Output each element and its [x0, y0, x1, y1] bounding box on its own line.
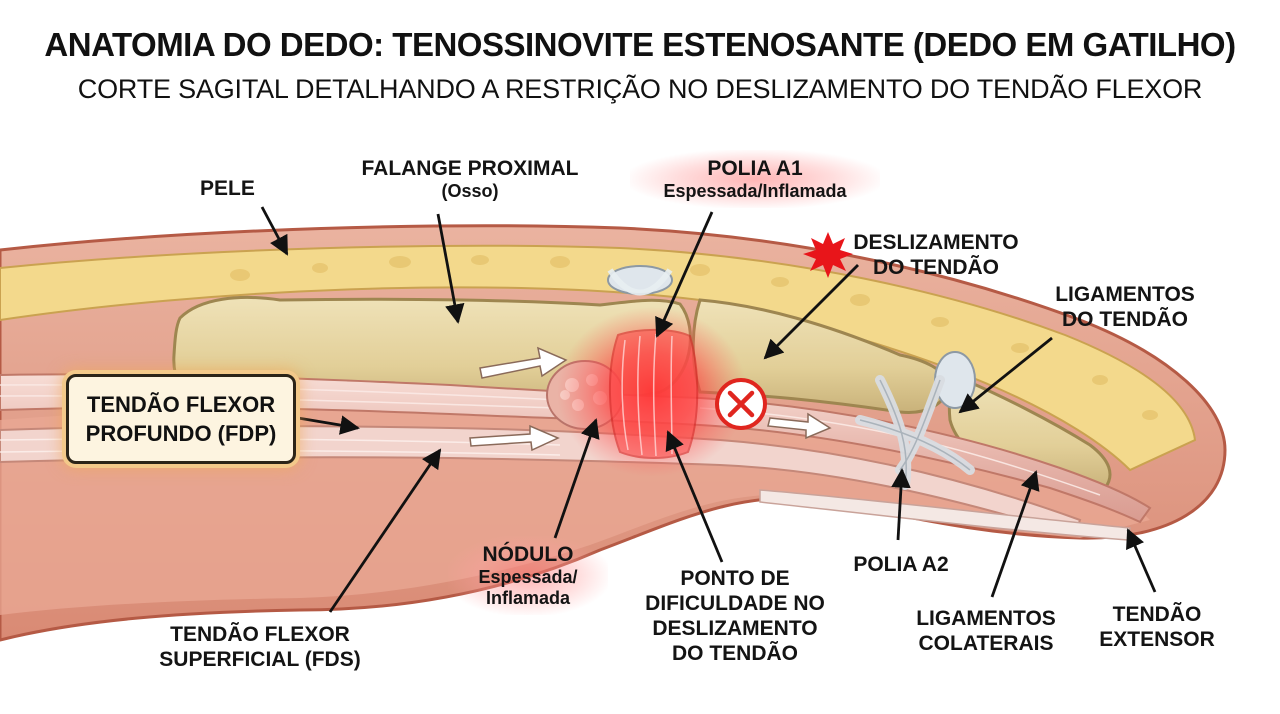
label-ligamentos-tendao: LIGAMENTOS DO TENDÃO [1040, 282, 1210, 332]
leader-deslizamento [763, 264, 859, 360]
leader-tendao-extensor [1126, 528, 1157, 593]
leader-polia-a1 [655, 211, 714, 338]
starburst-icon [803, 232, 853, 278]
glide-arrow-upper [479, 346, 568, 379]
leader-ponto [665, 430, 724, 563]
label-polia-a1-line1: POLIA A1 [707, 157, 803, 180]
label-ponto-dificuldade: PONTO DE DIFICULDADE NO DESLIZAMENTO DO … [630, 566, 840, 666]
label-tendao-extensor-line1: TENDÃO [1112, 603, 1202, 626]
label-falange-line2: (Osso) [441, 181, 499, 201]
label-nodulo: NÓDULO Espessada/ Inflamada [448, 536, 608, 615]
label-polia-a2: POLIA A2 [853, 553, 949, 576]
label-pele: PELE [200, 177, 255, 200]
glide-arrow-lower [469, 424, 560, 452]
leader-fds [328, 448, 442, 613]
label-ligamentos-colaterais-line1: LIGAMENTOS [916, 607, 1056, 630]
page-title: ANATOMIA DO DEDO: TENOSSINOVITE ESTENOSA… [44, 26, 1236, 63]
label-deslizamento: DESLIZAMENTO DO TENDÃO [846, 230, 1026, 280]
leader-fdp [297, 415, 360, 435]
fat-texture [230, 255, 1158, 420]
label-ligamentos-colaterais: LIGAMENTOS COLATERAIS [906, 606, 1066, 656]
label-falange-line1: FALANGE PROXIMAL [361, 157, 579, 180]
label-deslizamento-line1: DESLIZAMENTO [853, 231, 1019, 254]
pip-ligaments [607, 268, 673, 296]
label-ligamentos-tendao-line2: DO TENDÃO [1062, 308, 1188, 331]
label-nodulo-line3: Inflamada [485, 588, 571, 608]
leader-polia-a2 [891, 468, 911, 541]
label-ponto-line3: DESLIZAMENTO [652, 617, 818, 640]
label-nodulo-line2: Espessada/ [478, 567, 578, 587]
label-deslizamento-line2: DO TENDÃO [873, 256, 999, 279]
label-ligamentos-tendao-line1: LIGAMENTOS [1055, 283, 1195, 306]
label-fdp-line2: PROFUNDO (FDP) [85, 421, 277, 446]
label-falange-proximal: FALANGE PROXIMAL (Osso) [340, 156, 600, 202]
fat-layer [0, 244, 1197, 472]
leader-falange [436, 213, 465, 324]
label-ponto-line4: DO TENDÃO [672, 642, 798, 665]
label-fds: TENDÃO FLEXOR SUPERFICIAL (FDS) [150, 622, 370, 672]
label-nodulo-line1: NÓDULO [482, 543, 574, 566]
leader-pele [260, 206, 289, 256]
page-subtitle: CORTE SAGITAL DETALHANDO A RESTRIÇÃO NO … [77, 74, 1203, 104]
label-polia-a1-line2: Espessada/Inflamada [663, 181, 847, 201]
label-ligamentos-colaterais-line2: COLATERAIS [918, 632, 1054, 655]
leader-ligamentos-colaterais [990, 470, 1040, 598]
label-tendao-extensor-line2: EXTENSOR [1099, 628, 1215, 651]
label-ponto-line2: DIFICULDADE NO [645, 592, 825, 615]
label-fds-line2: SUPERFICIAL (FDS) [159, 648, 361, 671]
leader-nodulo [553, 418, 600, 539]
tendon-glide-arrows [469, 346, 832, 452]
label-fds-line1: TENDÃO FLEXOR [170, 623, 350, 646]
label-fdp-line1: TENDÃO FLEXOR [86, 392, 276, 417]
leader-lines [260, 206, 1157, 613]
leader-ligamentos-tendao [958, 336, 1053, 414]
label-fdp-box: TENDÃO FLEXOR PROFUNDO (FDP) [66, 374, 296, 464]
blocked-glide-icon [715, 378, 767, 430]
label-tendao-extensor: TENDÃO EXTENSOR [1092, 602, 1222, 652]
glide-arrow-blocked [767, 412, 832, 440]
label-polia-a1: POLIA A1 Espessada/Inflamada [630, 150, 880, 208]
label-ponto-line1: PONTO DE [680, 567, 790, 590]
